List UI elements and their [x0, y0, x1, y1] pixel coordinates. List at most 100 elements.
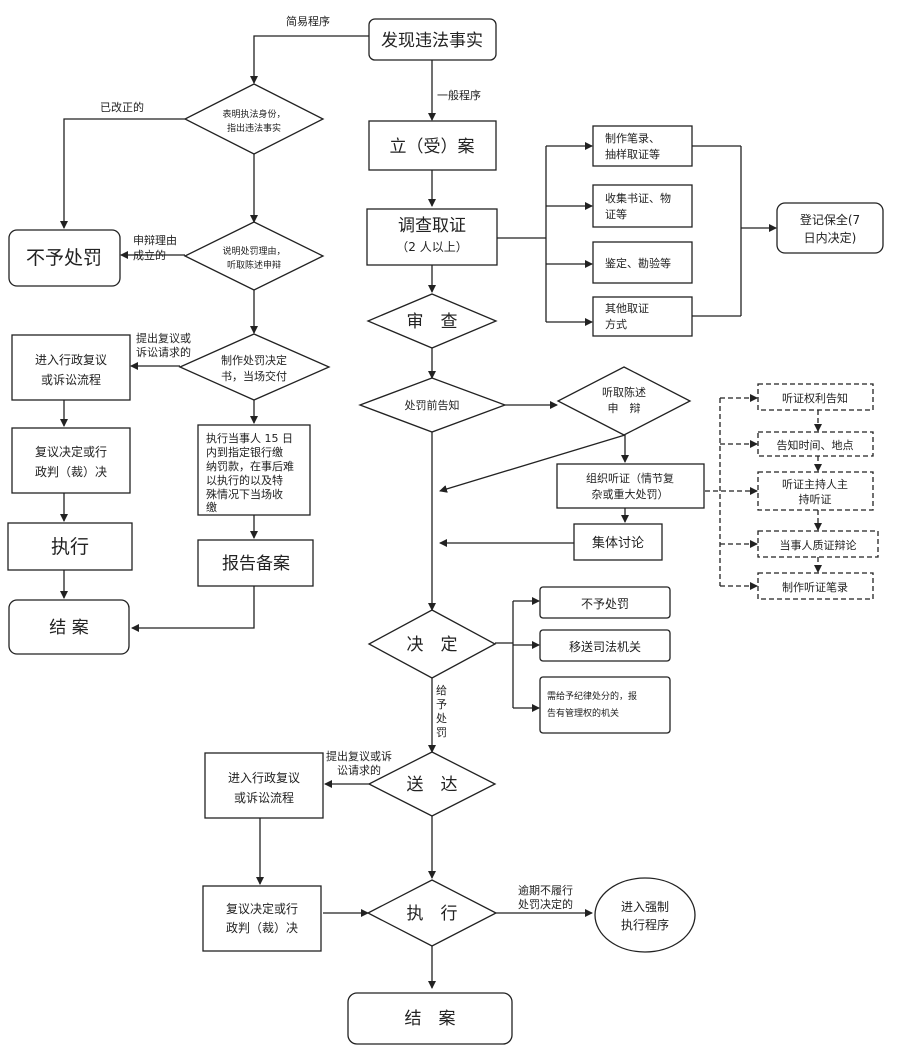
node-review2-result-label-2: 政判（裁）决: [226, 921, 298, 935]
node-s-review-label-1: 进入行政复议: [35, 353, 107, 367]
node-org-hearing: 组织听证（情节复 杂或重大处罚）: [556, 463, 705, 509]
node-inspect-label: 鉴定、勘验等: [605, 256, 671, 270]
label-penalty-4: 罚: [436, 726, 447, 739]
node-hear-right: 听证权利告知: [757, 383, 874, 411]
node-deliver: 送 达: [367, 751, 497, 817]
node-s-review: 进入行政复议 或诉讼流程: [11, 334, 131, 401]
node-close-main: 结 案: [347, 992, 513, 1045]
node-close-main-label: 结 案: [405, 1009, 456, 1029]
node-s-decision-label-1: 制作处罚决定: [221, 353, 287, 367]
label-simple: 简易程序: [286, 14, 330, 28]
node-decide: 决 定: [367, 609, 497, 679]
node-hear-time: 告知时间、地点: [757, 431, 874, 457]
node-preserve-label-2: 日内决定): [804, 230, 857, 245]
node-review-label: 审 查: [407, 312, 458, 332]
node-notify-before: 处罚前告知: [358, 377, 507, 433]
node-hear-time-label: 告知时间、地点: [777, 438, 854, 452]
node-hear-right-label: 听证权利告知: [782, 391, 848, 405]
node-s-reason: 说明处罚理由， 听取陈述申辩: [183, 221, 325, 291]
node-preserve-label-1: 登记保全(7: [800, 212, 860, 227]
label-penalty-1: 给: [436, 684, 447, 697]
node-register-label: 立（受）案: [390, 137, 475, 157]
node-review2: 进入行政复议 或诉讼流程: [204, 752, 324, 819]
node-s-reason-label-1: 说明处罚理由，: [222, 245, 285, 257]
node-hear-defense-label-2: 申 辩: [608, 401, 641, 415]
node-s-pay-line-6: 缴: [206, 500, 217, 514]
node-s-pay-line-1: 执行当事人 15 日: [206, 431, 293, 445]
node-investigate-note: （2 人以上）: [396, 240, 467, 254]
node-discipline-label-2: 告有管理权的机关: [547, 707, 619, 719]
node-s-identity: 表明执法身份， 指出违法事实: [183, 83, 325, 155]
label-defense-2: 成立的: [133, 248, 166, 262]
node-transfer: 移送司法机关: [539, 629, 671, 662]
label-corrected: 已改正的: [100, 100, 144, 114]
node-s-pay-line-2: 内到指定银行缴: [206, 445, 283, 459]
node-investigate-label: 调查取证: [398, 216, 466, 236]
node-collect-label-2: 证等: [605, 207, 627, 221]
node-hear-record: 制作听证笔录: [757, 572, 874, 600]
node-org-hearing-label-2: 杂或重大处罚）: [592, 487, 669, 501]
node-hear-defense: 听取陈述 申 辩: [556, 366, 692, 436]
node-s-pay-line-5: 殊情况下当场收: [206, 487, 283, 501]
node-hear-record-label: 制作听证笔录: [782, 580, 848, 594]
node-notify-before-label: 处罚前告知: [405, 398, 460, 412]
node-discover-label: 发现违法事实: [381, 31, 483, 51]
node-s-report-label: 报告备案: [222, 554, 290, 574]
node-other: 其他取证 方式: [592, 296, 693, 337]
label-appeal-s-1: 提出复议或: [136, 331, 191, 345]
node-s-identity-label-1: 表明执法身份，: [222, 108, 285, 120]
node-s-execute-label: 执行: [51, 536, 89, 558]
node-s-review-label-2: 或诉讼流程: [41, 372, 101, 387]
node-discipline: 需给予纪律处分的，报 告有管理权的机关: [539, 676, 671, 734]
node-s-no-penalty-label: 不予处罚: [26, 247, 102, 269]
node-hear-cross: 当事人质证辩论: [757, 530, 879, 558]
node-forced-label-1: 进入强制: [621, 900, 669, 914]
node-record-label-1: 制作笔录、: [605, 131, 660, 145]
node-s-close: 结 案: [8, 599, 130, 655]
node-discipline-label-1: 需给予纪律处分的，报: [547, 690, 637, 702]
label-general: 一般程序: [437, 88, 481, 102]
node-s-execute: 执行: [7, 522, 133, 571]
node-s-reason-label-2: 听取陈述申辩: [227, 259, 281, 271]
node-s-result: 复议决定或行 政判（裁）决: [11, 427, 131, 494]
node-other-label-2: 方式: [605, 317, 627, 331]
node-record: 制作笔录、 抽样取证等: [592, 125, 693, 167]
node-org-hearing-label-1: 组织听证（情节复: [586, 471, 674, 485]
node-execute-main: 执 行: [366, 879, 498, 947]
node-hear-host-label-2: 持听证: [799, 492, 832, 506]
node-decide-label: 决 定: [407, 635, 458, 655]
node-execute-main-label: 执 行: [407, 904, 458, 924]
node-s-no-penalty: 不予处罚: [8, 229, 121, 287]
label-overdue-1: 逾期不履行: [518, 883, 573, 897]
node-s-identity-label-2: 指出违法事实: [227, 122, 281, 134]
node-s-pay: 执行当事人 15 日 内到指定银行缴 纳罚款，在事后难 以执行的以及特 殊情况下…: [197, 424, 311, 516]
node-collective: 集体讨论: [573, 523, 663, 561]
label-appeal-2: 讼请求的: [337, 763, 381, 777]
node-review: 审 查: [366, 293, 498, 349]
node-no-penalty-right-label: 不予处罚: [581, 597, 629, 611]
label-appeal-s-2: 诉讼请求的: [136, 345, 191, 359]
node-collect-label-1: 收集书证、物: [605, 191, 671, 205]
node-hear-defense-label-1: 听取陈述: [602, 385, 646, 399]
node-s-close-label: 结 案: [49, 618, 88, 638]
node-s-decision: 制作处罚决定 书，当场交付: [178, 333, 331, 401]
node-forced: 进入强制 执行程序: [594, 877, 696, 953]
label-penalty-2: 予: [436, 698, 447, 711]
node-hear-cross-label: 当事人质证辩论: [780, 538, 857, 552]
node-review2-result-label-1: 复议决定或行: [226, 901, 298, 916]
node-collective-label: 集体讨论: [592, 535, 644, 551]
node-s-result-label-1: 复议决定或行: [35, 444, 107, 459]
node-inspect: 鉴定、勘验等: [592, 241, 693, 284]
node-review2-result: 复议决定或行 政判（裁）决: [202, 885, 322, 952]
node-investigate: 调查取证 （2 人以上）: [366, 208, 498, 266]
edge-labels: 简易程序 一般程序 已改正的 申辩理由 成立的 提出复议或 诉讼请求的 给 予 …: [100, 14, 573, 911]
node-hear-host-label-1: 听证主持人主: [782, 477, 848, 491]
node-forced-label-2: 执行程序: [621, 917, 669, 932]
label-penalty-3: 处: [436, 712, 447, 725]
node-transfer-label: 移送司法机关: [569, 639, 641, 654]
node-other-label-1: 其他取证: [605, 302, 649, 315]
node-review2-label-2: 或诉讼流程: [234, 790, 294, 805]
node-s-report: 报告备案: [197, 539, 314, 587]
node-s-pay-line-3: 纳罚款，在事后难: [206, 459, 294, 473]
